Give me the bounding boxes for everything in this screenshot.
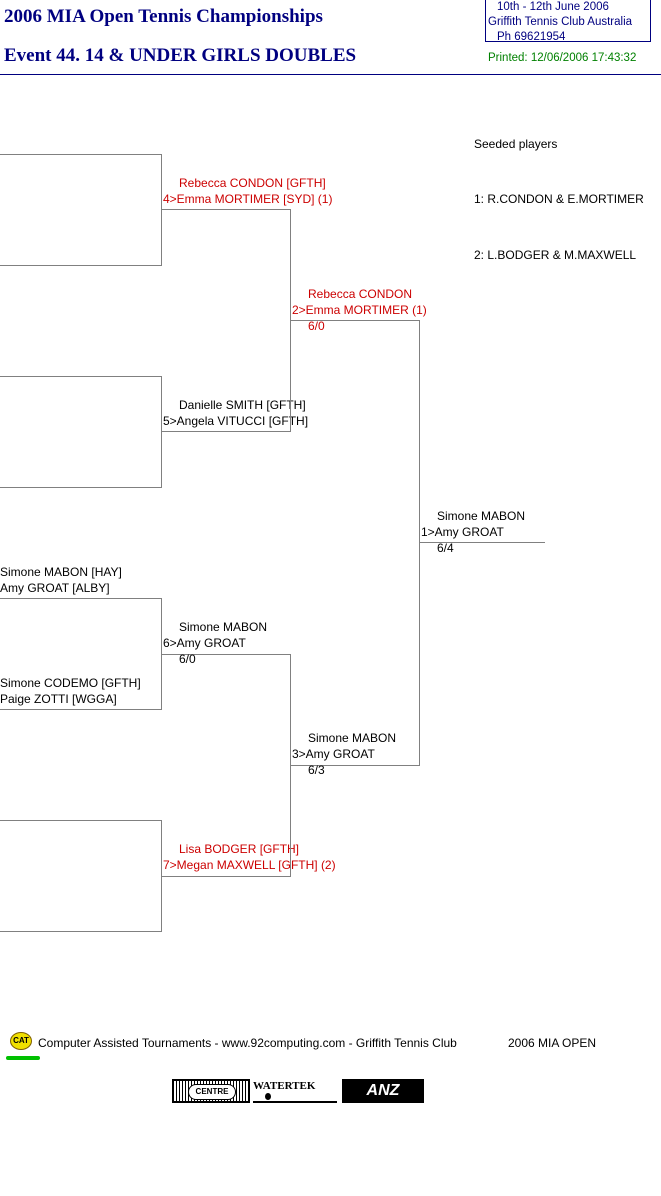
final-score: 6/4 (437, 541, 454, 555)
sponsor-logo-centre-text: CENTRE (188, 1084, 236, 1100)
cat-logo-underline (6, 1056, 40, 1060)
round2-4-line2: 7>Megan MAXWELL [GFTH] (2) (163, 858, 336, 872)
event-dates: 10th - 12th June 2006 (497, 1, 609, 13)
tournament-title: 2006 MIA Open Tennis Championships (4, 6, 323, 27)
round1-match-3-player-1: Simone MABON [HAY] (0, 565, 122, 579)
header-divider (0, 74, 661, 75)
seeded-players-heading: Seeded players (474, 137, 558, 151)
cat-logo-icon: CAT (10, 1032, 32, 1050)
round2-3-line1: Simone MABON (179, 620, 268, 634)
round3-1-line2: 2>Emma MORTIMER (1) (292, 303, 427, 317)
round2-2-line2: 5>Angela VITUCCI [GFTH] (163, 414, 309, 428)
printed-timestamp: Printed: 12/06/2006 17:43:32 (488, 52, 637, 64)
water-drop-icon (265, 1093, 271, 1100)
round3-1-score: 6/0 (308, 319, 325, 333)
round1-match-3-player-2: Amy GROAT [ALBY] (0, 581, 110, 595)
round3-2-line2: 3>Amy GROAT (292, 747, 375, 761)
sponsor-logo-centre: CENTRE (172, 1079, 250, 1103)
cat-logo-text: CAT (13, 1036, 29, 1045)
round3-1-line1: Rebecca CONDON (308, 287, 413, 301)
final-line2: 1>Amy GROAT (421, 525, 504, 539)
round2-3-score: 6/0 (179, 652, 196, 666)
venue-name: Griffith Tennis Club Australia (488, 16, 633, 28)
round2-2-line1: Danielle SMITH [GFTH] (179, 398, 306, 412)
sponsor-logo-anz: ANZ (342, 1079, 424, 1103)
round1-match-3-player-3: Simone CODEMO [GFTH] (0, 676, 141, 690)
seed-item-1: 1: R.CONDON & E.MORTIMER (474, 192, 644, 206)
footer-event-name: 2006 MIA OPEN (508, 1036, 597, 1050)
sponsor-logo-anz-text: ANZ (366, 1082, 400, 1099)
venue-phone: Ph 69621954 (497, 31, 566, 43)
event-title: Event 44. 14 & UNDER GIRLS DOUBLES (4, 45, 357, 66)
round2-connector-bottom (290, 654, 291, 877)
round2-1-line1: Rebecca CONDON [GFTH] (179, 176, 326, 190)
round3-connector (419, 320, 420, 766)
round2-4-line1: Lisa BODGER [GFTH] (179, 842, 300, 856)
round3-2-line1: Simone MABON (308, 731, 397, 745)
round2-3-line2: 6>Amy GROAT (163, 636, 246, 650)
final-line1: Simone MABON (437, 509, 526, 523)
round1-match-3-player-4: Paige ZOTTI [WGGA] (0, 692, 117, 706)
round3-2-score: 6/3 (308, 763, 325, 777)
venue-info-box: 10th - 12th June 2006 Griffith Tennis Cl… (485, 0, 651, 43)
seed-item-2: 2: L.BODGER & M.MAXWELL (474, 248, 637, 262)
footer-credit: Computer Assisted Tournaments - www.92co… (38, 1036, 457, 1050)
round2-connector-top (290, 209, 291, 432)
sponsor-logo-watertek: WATERTEK (253, 1079, 337, 1103)
round2-1-line2: 4>Emma MORTIMER [SYD] (1) (163, 192, 333, 206)
sponsor-logo-watertek-text: WATERTEK (253, 1080, 316, 1092)
